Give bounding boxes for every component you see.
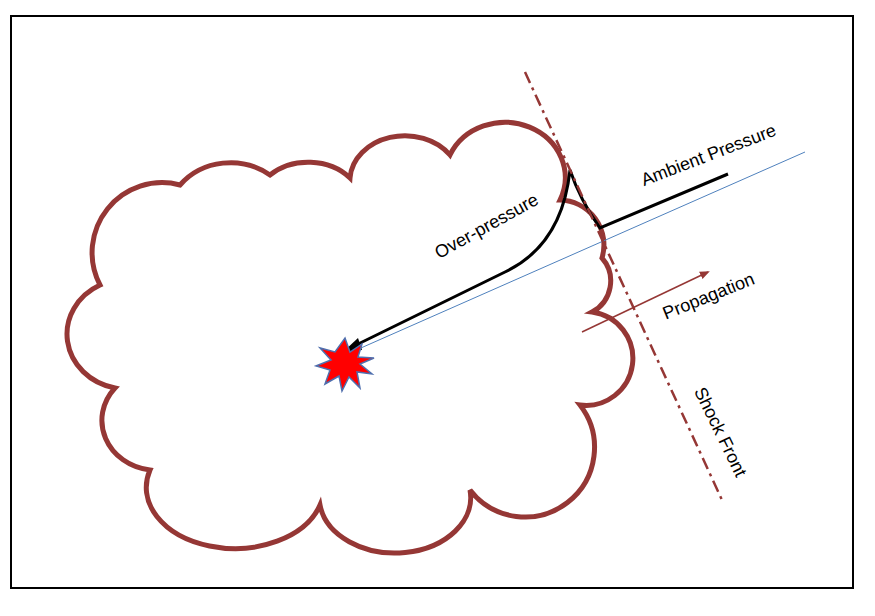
frame <box>11 16 853 588</box>
axis-line <box>345 152 805 355</box>
annotation-label: Ambient Pressure <box>638 121 778 189</box>
explosion-star <box>316 338 374 391</box>
annotation-label: Shock Front <box>691 384 750 479</box>
annotation-label: Over-pressure <box>431 190 540 262</box>
vapour-cloud <box>67 122 633 553</box>
annotation-label: Propagation <box>660 269 757 322</box>
shock-front-line <box>525 72 722 500</box>
